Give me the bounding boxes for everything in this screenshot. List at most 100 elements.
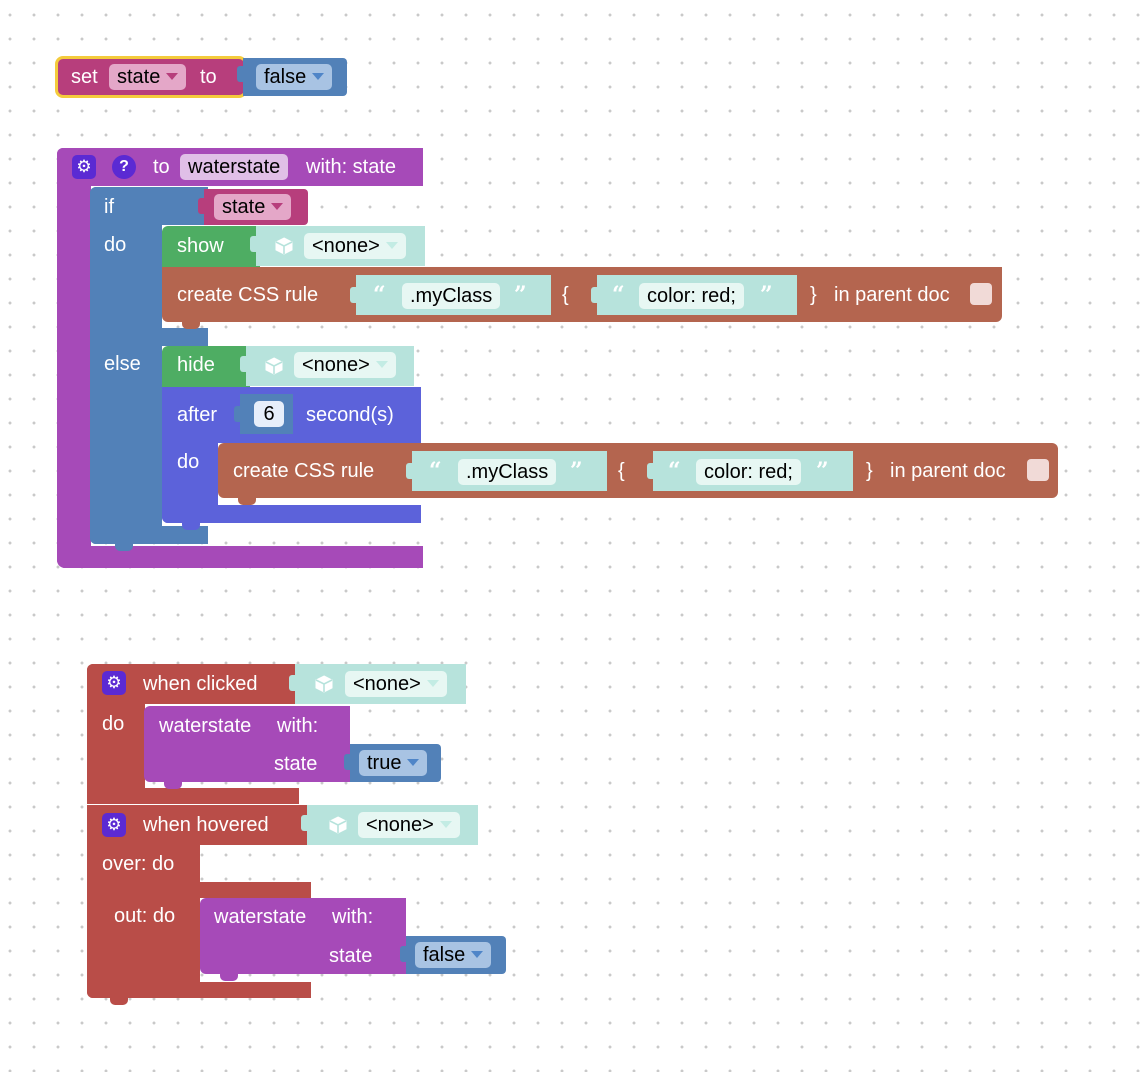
- block-notch: [182, 523, 200, 530]
- over-do-label: over: do: [102, 853, 175, 875]
- input-connector: [591, 287, 599, 303]
- input-connector: [301, 815, 309, 831]
- after-do-label: do: [177, 451, 200, 473]
- dropdown-arrow-icon: [426, 680, 439, 688]
- when-clicked-label: when clicked: [143, 673, 258, 695]
- dropdown-arrow-icon: [375, 361, 388, 369]
- input-connector: [350, 287, 358, 303]
- if-else-rail: [90, 187, 162, 544]
- object-dropdown-label: <none>: [366, 814, 434, 836]
- close-quote-icon: ”: [570, 458, 583, 484]
- if-label: if: [104, 196, 114, 218]
- procedure-left-rail: [57, 148, 91, 568]
- boolean-dropdown-true[interactable]: true: [359, 750, 428, 776]
- after-timer-bottom: [162, 505, 421, 523]
- input-connector: [289, 675, 297, 691]
- block-notch: [164, 782, 182, 789]
- after-label: after: [177, 404, 218, 426]
- do-label: do: [104, 234, 127, 256]
- call-waterstate-block[interactable]: [144, 706, 350, 782]
- css-rule-label: create CSS rule: [177, 284, 319, 306]
- after-timer-rail: [162, 387, 218, 523]
- close-quote-icon: ”: [514, 282, 527, 308]
- cube-icon: [275, 237, 293, 255]
- selector-text: .myClass: [466, 461, 549, 483]
- text-field[interactable]: .myClass: [402, 283, 501, 309]
- call-with-label: with:: [332, 906, 374, 928]
- variable-dropdown-state[interactable]: state: [214, 194, 292, 220]
- seconds-unit-label: second(s): [306, 404, 394, 426]
- boolean-dropdown-label: true: [367, 752, 402, 774]
- procedure-name-field[interactable]: waterstate: [180, 154, 289, 180]
- open-quote-icon: “: [373, 282, 386, 308]
- close-quote-icon: ”: [760, 282, 773, 308]
- open-quote-icon: “: [668, 458, 681, 484]
- open-brace: {: [618, 460, 625, 482]
- hide-block[interactable]: [162, 346, 250, 387]
- show-block[interactable]: [162, 226, 260, 267]
- input-connector: [647, 463, 655, 479]
- gear-icon[interactable]: ⚙: [102, 671, 126, 695]
- number-field[interactable]: 6: [254, 401, 284, 427]
- variable-dropdown-state[interactable]: state: [109, 64, 187, 90]
- when-hovered-bottom: [87, 982, 311, 998]
- open-quote-icon: “: [612, 282, 625, 308]
- procedure-bottom-bar: [57, 546, 423, 568]
- call-waterstate-block[interactable]: [200, 898, 406, 974]
- param-state-label: state: [274, 753, 318, 775]
- text-field[interactable]: .myClass: [458, 459, 557, 485]
- object-dropdown[interactable]: <none>: [294, 352, 396, 378]
- text-field[interactable]: color: red;: [696, 459, 801, 485]
- gear-icon[interactable]: ⚙: [72, 155, 96, 179]
- input-connector: [344, 754, 352, 770]
- seconds-value: 6: [263, 403, 275, 425]
- text-field[interactable]: color: red;: [639, 283, 744, 309]
- param-state-label: state: [329, 945, 373, 967]
- variable-dropdown-label: state: [222, 196, 266, 218]
- gear-icon[interactable]: ⚙: [102, 813, 126, 837]
- object-dropdown[interactable]: <none>: [304, 233, 406, 259]
- dropdown-arrow-icon: [271, 203, 284, 211]
- declaration-text: color: red;: [704, 461, 793, 483]
- input-connector: [240, 356, 248, 372]
- close-brace: }: [810, 284, 817, 306]
- dropdown-arrow-icon: [166, 73, 179, 81]
- block-notch: [115, 544, 133, 551]
- show-label: show: [177, 235, 224, 257]
- object-dropdown[interactable]: <none>: [358, 812, 460, 838]
- boolean-dropdown-false[interactable]: false: [256, 64, 333, 90]
- when-hovered-label: when hovered: [143, 814, 269, 836]
- cube-icon: [329, 816, 347, 834]
- input-connector: [406, 463, 414, 479]
- input-connector: [237, 66, 245, 82]
- out-do-label: out: do: [114, 905, 176, 927]
- close-quote-icon: ”: [816, 458, 829, 484]
- set-variable-block[interactable]: [55, 56, 247, 98]
- css-rule-label: create CSS rule: [233, 460, 375, 482]
- object-dropdown[interactable]: <none>: [345, 671, 447, 697]
- open-brace: {: [562, 284, 569, 306]
- boolean-dropdown-false[interactable]: false: [415, 942, 492, 968]
- input-connector: [400, 946, 408, 962]
- variable-dropdown-label: state: [117, 66, 161, 88]
- checkbox-icon[interactable]: [1027, 459, 1049, 481]
- input-connector: [250, 236, 258, 252]
- call-with-label: with:: [277, 715, 319, 737]
- if-else-bottom-bar: [90, 526, 208, 544]
- set-label: set: [71, 66, 98, 88]
- dropdown-arrow-icon: [312, 73, 325, 81]
- hide-label: hide: [177, 354, 215, 376]
- dropdown-arrow-icon: [407, 759, 420, 767]
- create-css-rule-block[interactable]: [162, 267, 1002, 322]
- create-css-rule-block[interactable]: [218, 443, 1058, 498]
- call-name-label: waterstate: [159, 715, 252, 737]
- in-parent-doc-label: in parent doc: [834, 284, 950, 306]
- close-brace: }: [866, 460, 873, 482]
- input-connector: [198, 198, 206, 214]
- checkbox-icon[interactable]: [970, 283, 992, 305]
- cube-icon: [315, 675, 333, 693]
- block-notch: [220, 974, 238, 981]
- help-icon[interactable]: ?: [112, 155, 136, 179]
- procedure-to-label: to: [153, 156, 170, 178]
- else-label: else: [104, 353, 141, 375]
